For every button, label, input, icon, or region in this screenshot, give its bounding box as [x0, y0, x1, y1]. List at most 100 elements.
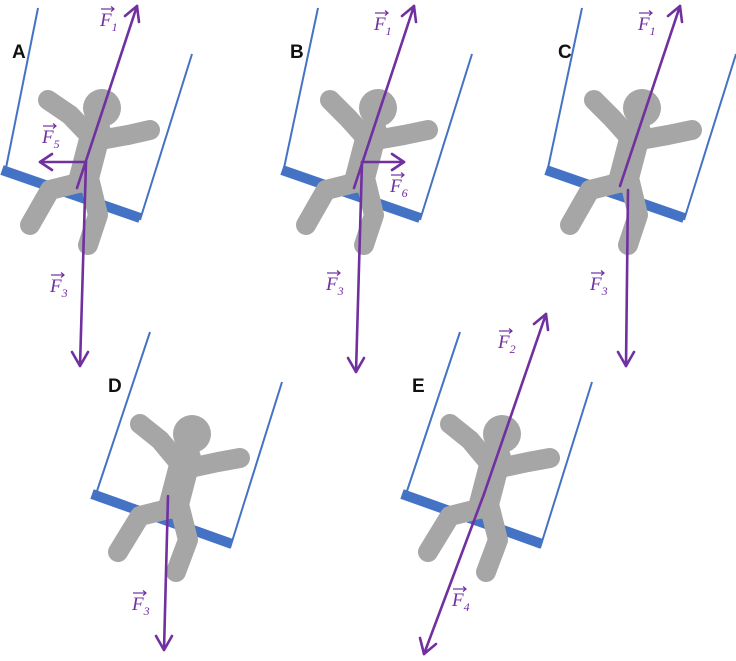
- person-leg-left-d: [108, 498, 182, 562]
- person-leg-left-e: [418, 498, 492, 562]
- vector-arrow-f3-c: [591, 270, 605, 276]
- swing-rope-left-b: [283, 7, 319, 169]
- vector-arrow-f4-e: [453, 586, 467, 592]
- force-symbol-f6-b: F: [389, 176, 402, 197]
- force-label-f4-e: F4: [451, 590, 470, 614]
- arrowhead-f3-a: [70, 350, 90, 368]
- force-sub-f2-e: 2: [510, 342, 516, 356]
- force-sub-f6-b: 6: [402, 186, 408, 200]
- force-sub-f5-a: 5: [54, 137, 60, 151]
- force-arrow-f3-a: [78, 160, 88, 368]
- force-label-f1-c: F1: [637, 14, 656, 38]
- arrowhead-f6-b: [390, 152, 406, 172]
- person-arm-left-b: [320, 90, 376, 148]
- swing-rope-right-b: [419, 53, 473, 221]
- swing-rope-left-e: [405, 331, 461, 495]
- person-arm-left-c: [584, 90, 640, 148]
- swing-rope-right-e: [539, 381, 593, 549]
- person-arm-right-e: [490, 448, 560, 478]
- force-symbol-f1-a: F: [99, 10, 112, 31]
- panel-a: A F1 F5 F3: [0, 4, 193, 368]
- panel-c: C F1 F3: [544, 4, 736, 368]
- arrowhead-f3-d: [154, 634, 174, 652]
- arrowhead-f3-b: [346, 356, 366, 374]
- person-arm-right-c: [630, 120, 702, 150]
- force-arrow-f3-c: [624, 188, 630, 368]
- person-arm-left-d: [130, 414, 190, 474]
- person-c: [560, 89, 702, 255]
- force-f1-a: F1: [75, 4, 141, 190]
- person-leg-left-b: [296, 172, 368, 235]
- force-arrow-f3-d: [162, 494, 170, 652]
- force-sub-f1-b: 1: [386, 24, 392, 38]
- arrowhead-f5-a: [38, 152, 54, 172]
- arrowhead-f2-e: [532, 312, 550, 332]
- panel-d: D F3: [90, 331, 283, 652]
- force-f3-d: F3: [131, 494, 174, 652]
- force-label-f6-b: F6: [389, 176, 408, 200]
- force-sub-f4-e: 4: [464, 600, 470, 614]
- panel-label-a: A: [12, 42, 26, 63]
- force-label-f3-c: F3: [589, 274, 608, 298]
- vector-arrow-f3-a: [51, 272, 65, 278]
- swing-rope-right-d: [229, 381, 283, 549]
- arrowhead-f1-a: [123, 4, 141, 24]
- force-label-f3-b: F3: [325, 274, 344, 298]
- vector-arrow-f3-d: [133, 590, 147, 596]
- arrowhead-f3-c: [616, 350, 636, 368]
- vector-arrow-f1-c: [639, 10, 653, 16]
- arrowhead-f4-e: [418, 636, 438, 656]
- force-arrow-f1-c: [618, 4, 682, 188]
- force-arrow-f1-b: [352, 4, 416, 190]
- person-arm-left-a: [38, 90, 102, 148]
- force-arrow-f4-e: [422, 492, 486, 656]
- panel-label-b: B: [290, 42, 304, 63]
- force-symbol-f2-e: F: [497, 332, 510, 353]
- person-leg-right-e: [476, 498, 508, 582]
- arrowhead-f1-b: [400, 4, 418, 24]
- force-label-f2-e: F2: [497, 332, 516, 356]
- force-f1-c: F1: [618, 4, 684, 188]
- force-symbol-f3-b: F: [325, 274, 338, 295]
- force-symbol-f1-c: F: [637, 14, 650, 35]
- swing-rope-right-a: [139, 53, 193, 221]
- force-arrow-f1-a: [75, 4, 139, 190]
- force-f5-a: F5: [38, 127, 88, 172]
- force-f3-b: F3: [325, 160, 366, 374]
- swing-rope-left-a: [5, 7, 39, 169]
- person-arm-right-a: [90, 120, 160, 150]
- panel-label-d: D: [108, 376, 122, 397]
- person-arm-right-d: [180, 448, 250, 478]
- person-arm-right-b: [366, 120, 438, 150]
- panel-e: E F2 F4: [400, 312, 593, 656]
- person-leg-right-a: [78, 172, 108, 255]
- force-f6-b: F6: [360, 152, 408, 200]
- swing-rope-left-d: [95, 331, 151, 495]
- vector-arrow-f6-b: [391, 172, 405, 178]
- force-symbol-f4-e: F: [451, 590, 464, 611]
- force-label-f3-a: F3: [49, 276, 68, 300]
- person-leg-right-b: [354, 172, 384, 255]
- force-sub-f3-c: 3: [601, 284, 608, 298]
- force-symbol-f5-a: F: [41, 127, 54, 148]
- force-sub-f3-a: 3: [61, 286, 68, 300]
- vector-arrow-f3-b: [327, 270, 341, 276]
- force-sub-f1-c: 1: [650, 24, 656, 38]
- person-e: [418, 414, 560, 582]
- vector-arrow-f1-a: [101, 6, 115, 12]
- force-symbol-f1-b: F: [373, 14, 386, 35]
- person-leg-left-c: [560, 172, 632, 235]
- panel-label-c: C: [558, 42, 572, 63]
- vector-arrow-f1-b: [375, 10, 389, 16]
- vector-marks: [43, 6, 653, 596]
- force-label-f3-d: F3: [131, 594, 150, 618]
- force-symbol-f3-c: F: [589, 274, 602, 295]
- person-leg-right-d: [166, 498, 198, 582]
- force-f3-a: F3: [49, 160, 90, 368]
- person-leg-left-a: [20, 172, 92, 235]
- arrowhead-f1-c: [666, 4, 684, 24]
- panel-label-e: E: [412, 376, 425, 397]
- person-arm-left-e: [440, 414, 500, 474]
- force-sub-f3-b: 3: [337, 284, 344, 298]
